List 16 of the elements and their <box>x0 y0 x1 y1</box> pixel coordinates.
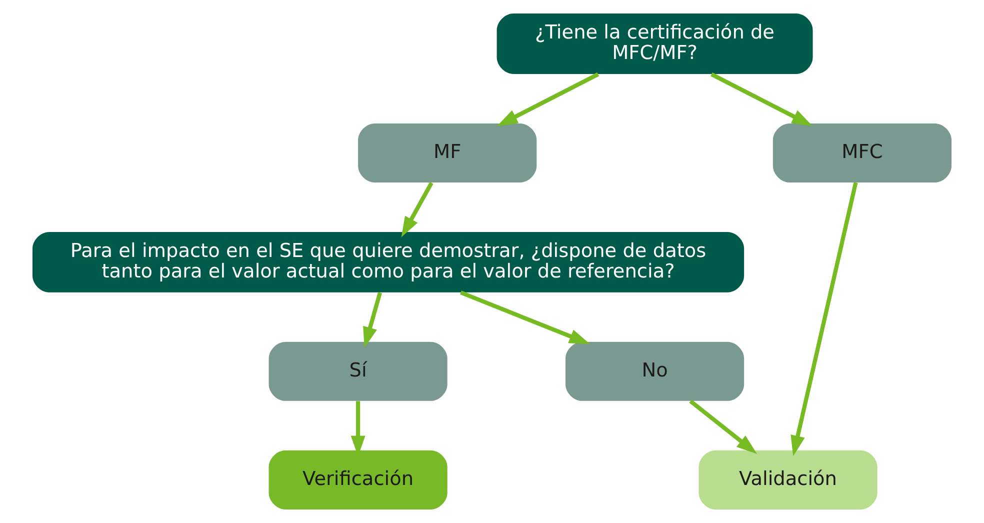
node-box: Validación <box>698 450 878 510</box>
node-box: Sí <box>268 342 448 401</box>
node-box: MF <box>358 123 537 182</box>
arrow <box>363 292 382 348</box>
arrow <box>790 182 858 456</box>
arrow <box>401 182 434 238</box>
arrow <box>460 290 590 344</box>
arrow <box>350 401 366 456</box>
node-box: ¿Tiene la certificación de MFC/MF? <box>496 14 813 74</box>
node-box: Verificación <box>268 450 448 510</box>
node-box: MFC <box>772 123 952 182</box>
arrow <box>710 72 813 126</box>
arrow <box>496 72 600 126</box>
node-box: No <box>566 342 744 401</box>
node-box: Para el impacto en el SE que quiere demostrar, ¿dispone de datos tanto para el valor actual como para el valor de referencia? <box>32 232 744 292</box>
arrow <box>689 400 758 454</box>
